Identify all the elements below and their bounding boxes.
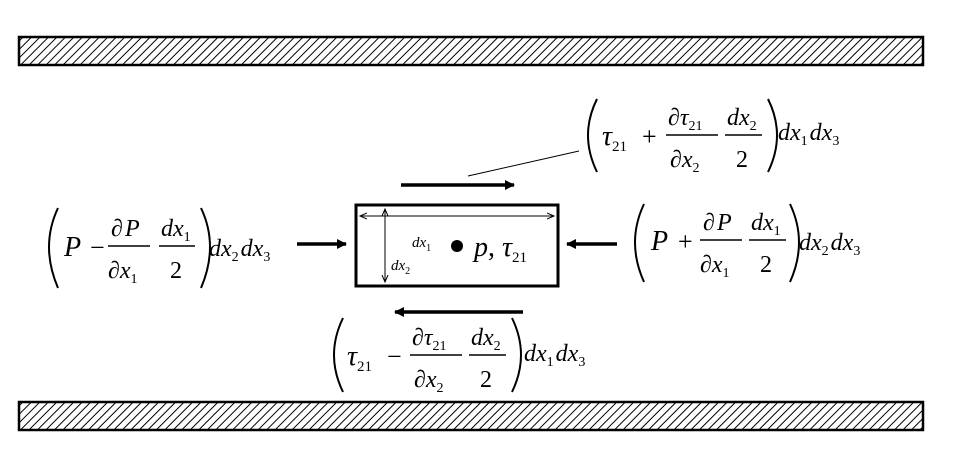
left-formula-dx1-num: dx1	[161, 216, 191, 245]
right-pressure-formula: P + ∂ P ∂x1 dx1 2 dx2dx3	[634, 203, 860, 283]
top-formula-open-paren	[587, 98, 598, 173]
right-formula-dx1-num: dx1	[751, 210, 781, 239]
left-formula-dx2-dx3: dx2dx3	[209, 236, 270, 265]
top-formula-dx2-num: dx2	[727, 105, 757, 134]
right-formula-P-num: P	[716, 210, 732, 236]
top-formula-partial-den: ∂x2	[670, 147, 700, 176]
bottom-formula-partial-num: ∂τ21	[412, 325, 446, 354]
right-formula-P: P	[650, 226, 668, 257]
bottom-formula-minus: −	[387, 342, 402, 371]
left-formula-two: 2	[170, 258, 182, 284]
bottom-shear-formula: τ21 − ∂τ21 ∂x2 dx2 2 dx1dx3	[333, 317, 585, 396]
fluid-element-box	[354, 203, 560, 288]
top-shear-formula: τ21 + ∂τ21 ∂x2 dx2 2 dx1dx3	[587, 98, 839, 176]
left-formula-close-paren	[200, 207, 211, 289]
bottom-formula-two: 2	[480, 367, 492, 393]
right-formula-plus: +	[678, 227, 693, 256]
left-formula-partial-num: ∂	[111, 216, 123, 242]
right-formula-partial-den: ∂x1	[700, 252, 730, 281]
bottom-wall	[17, 400, 925, 432]
top-formula-partial-num: ∂τ21	[668, 105, 702, 134]
bottom-formula-close-paren	[511, 317, 522, 393]
top-formula-two: 2	[736, 147, 748, 173]
bottom-formula-open-paren	[333, 317, 344, 393]
element-center-label: p,τ21	[472, 232, 527, 266]
bottom-formula-dx2-num: dx2	[471, 325, 501, 354]
top-formula-close-paren	[767, 98, 778, 173]
bottom-formula-tau: τ21	[347, 341, 372, 375]
right-formula-open-paren	[634, 203, 645, 283]
width-label: dx1	[412, 235, 431, 254]
right-formula-partial-num: ∂	[703, 210, 715, 236]
left-formula-P-num: P	[124, 216, 140, 242]
right-formula-dx2-dx3: dx2dx3	[799, 230, 860, 259]
top-formula-tau: τ21	[602, 121, 627, 155]
center-point	[451, 240, 463, 252]
bottom-formula-dx1-dx3: dx1dx3	[524, 341, 585, 370]
left-formula-minus: −	[90, 233, 105, 262]
left-formula-P: P	[63, 232, 81, 263]
bottom-formula-partial-den: ∂x2	[414, 367, 444, 396]
left-pressure-formula: P − ∂ P ∂x1 dx1 2 dx2dx3	[48, 207, 270, 289]
top-formula-leader-line	[467, 150, 580, 177]
height-label: dx2	[391, 258, 410, 277]
top-formula-plus: +	[642, 122, 657, 151]
top-formula-dx1-dx3: dx1dx3	[778, 120, 839, 149]
top-wall	[17, 35, 925, 67]
right-formula-close-paren	[789, 203, 800, 283]
right-formula-two: 2	[760, 252, 772, 278]
left-formula-open-paren	[48, 207, 59, 289]
left-formula-partial-den: ∂x1	[108, 258, 138, 287]
